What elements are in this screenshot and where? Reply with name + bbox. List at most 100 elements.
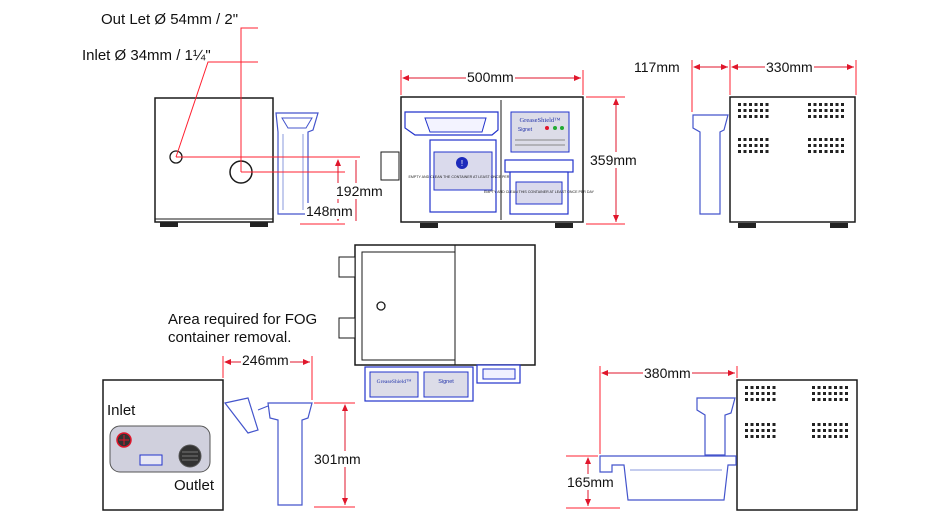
vent-slot (750, 398, 754, 401)
vent-slot (765, 138, 769, 141)
vent-slot (830, 115, 833, 118)
vent-slot (841, 138, 844, 141)
vent-slot (823, 386, 826, 389)
vent-slot (819, 103, 822, 106)
vent-slot (750, 429, 754, 432)
vent-slot (828, 398, 832, 401)
dim-246: 246mm (241, 352, 290, 368)
plan-model-label: Signet (438, 379, 454, 385)
vent-slot (824, 103, 828, 106)
vent-slot (823, 423, 826, 426)
plan-view: GreaseShield™ Signet (338, 244, 536, 402)
vent-slot (839, 386, 843, 389)
vent-slot (839, 429, 843, 432)
vent-slot (834, 429, 837, 432)
vent-slot (830, 150, 833, 153)
vent-slot (754, 103, 758, 106)
svg-text:!: ! (461, 159, 463, 168)
rear-view-tray (566, 366, 858, 511)
vent-slot (808, 150, 811, 153)
vent-slot (745, 398, 748, 401)
outlet-diameter-label: Out Let Ø 54mm / 2" (101, 11, 239, 28)
vent-slot (754, 138, 758, 141)
vent-slot (743, 150, 747, 153)
front-view: ! EMPTY AND CLEAN THE CONTAINER AT LEAST… (380, 70, 625, 228)
area-note-line1: Area required for FOG (168, 311, 318, 328)
vent-slot (819, 144, 822, 147)
vent-slot (834, 423, 837, 426)
vent-slot (767, 435, 770, 438)
vent-slot (819, 138, 822, 141)
vent-slot (808, 103, 811, 106)
dim-117: 117mm (633, 59, 681, 75)
vent-slot (760, 109, 763, 112)
vent-slot (749, 109, 752, 112)
vent-slot (824, 150, 828, 153)
vent-slot (812, 429, 815, 432)
vent-slot (841, 144, 844, 147)
vent-slot (754, 150, 758, 153)
vent-slot (743, 109, 747, 112)
vent-slot (760, 115, 763, 118)
vent-slot (767, 392, 770, 395)
vent-slot (812, 423, 815, 426)
vent-slot (828, 423, 832, 426)
side-view-panel (102, 356, 355, 511)
vent-slot (772, 398, 776, 401)
vent-slot (839, 435, 843, 438)
vent-slot (845, 392, 848, 395)
vent-slot (738, 109, 741, 112)
vent-slot (839, 398, 843, 401)
vent-slot (845, 386, 848, 389)
dim-192: 192mm (335, 183, 384, 199)
vent-slot (824, 138, 828, 141)
vent-slot (817, 398, 821, 401)
vent-slot (813, 138, 817, 141)
vent-slot (749, 150, 752, 153)
front-model-label: Signet (518, 127, 533, 133)
vent-slot (839, 423, 843, 426)
vent-slot (823, 435, 826, 438)
plan-brand-label: GreaseShield™ (377, 379, 412, 385)
vent-slot (828, 386, 832, 389)
dim-148: 148mm (305, 203, 354, 219)
vent-slot (749, 115, 752, 118)
vent-slot (813, 103, 817, 106)
vent-slot (745, 386, 748, 389)
vent-slot (835, 115, 839, 118)
vent-slot (750, 392, 754, 395)
rear-view (691, 60, 857, 228)
vent-slot (830, 144, 833, 147)
vent-slot (817, 386, 821, 389)
vent-slot (767, 423, 770, 426)
vent-slot (745, 392, 748, 395)
vent-slot (819, 150, 822, 153)
vent-slot (817, 429, 821, 432)
vent-slot (835, 138, 839, 141)
vent-slot (749, 103, 752, 106)
vent-slot (824, 115, 828, 118)
vent-slot (808, 109, 811, 112)
vent-slot (765, 144, 769, 147)
vent-slot (828, 429, 832, 432)
vent-slot (812, 386, 815, 389)
lock-icon (376, 301, 386, 311)
vent-slot (765, 103, 769, 106)
vent-slot (750, 435, 754, 438)
vent-slot (834, 435, 837, 438)
vent-slot (812, 398, 815, 401)
vent-slot (760, 150, 763, 153)
vent-slot (738, 150, 741, 153)
vent-slot (824, 144, 828, 147)
vent-slot (841, 115, 844, 118)
vent-slot (772, 423, 776, 426)
vent-slot (756, 398, 759, 401)
vent-slot (845, 423, 848, 426)
vent-slot (839, 392, 843, 395)
vent-slot (845, 435, 848, 438)
vent-slot (761, 423, 765, 426)
vent-slot (767, 429, 770, 432)
vent-slot (738, 144, 741, 147)
